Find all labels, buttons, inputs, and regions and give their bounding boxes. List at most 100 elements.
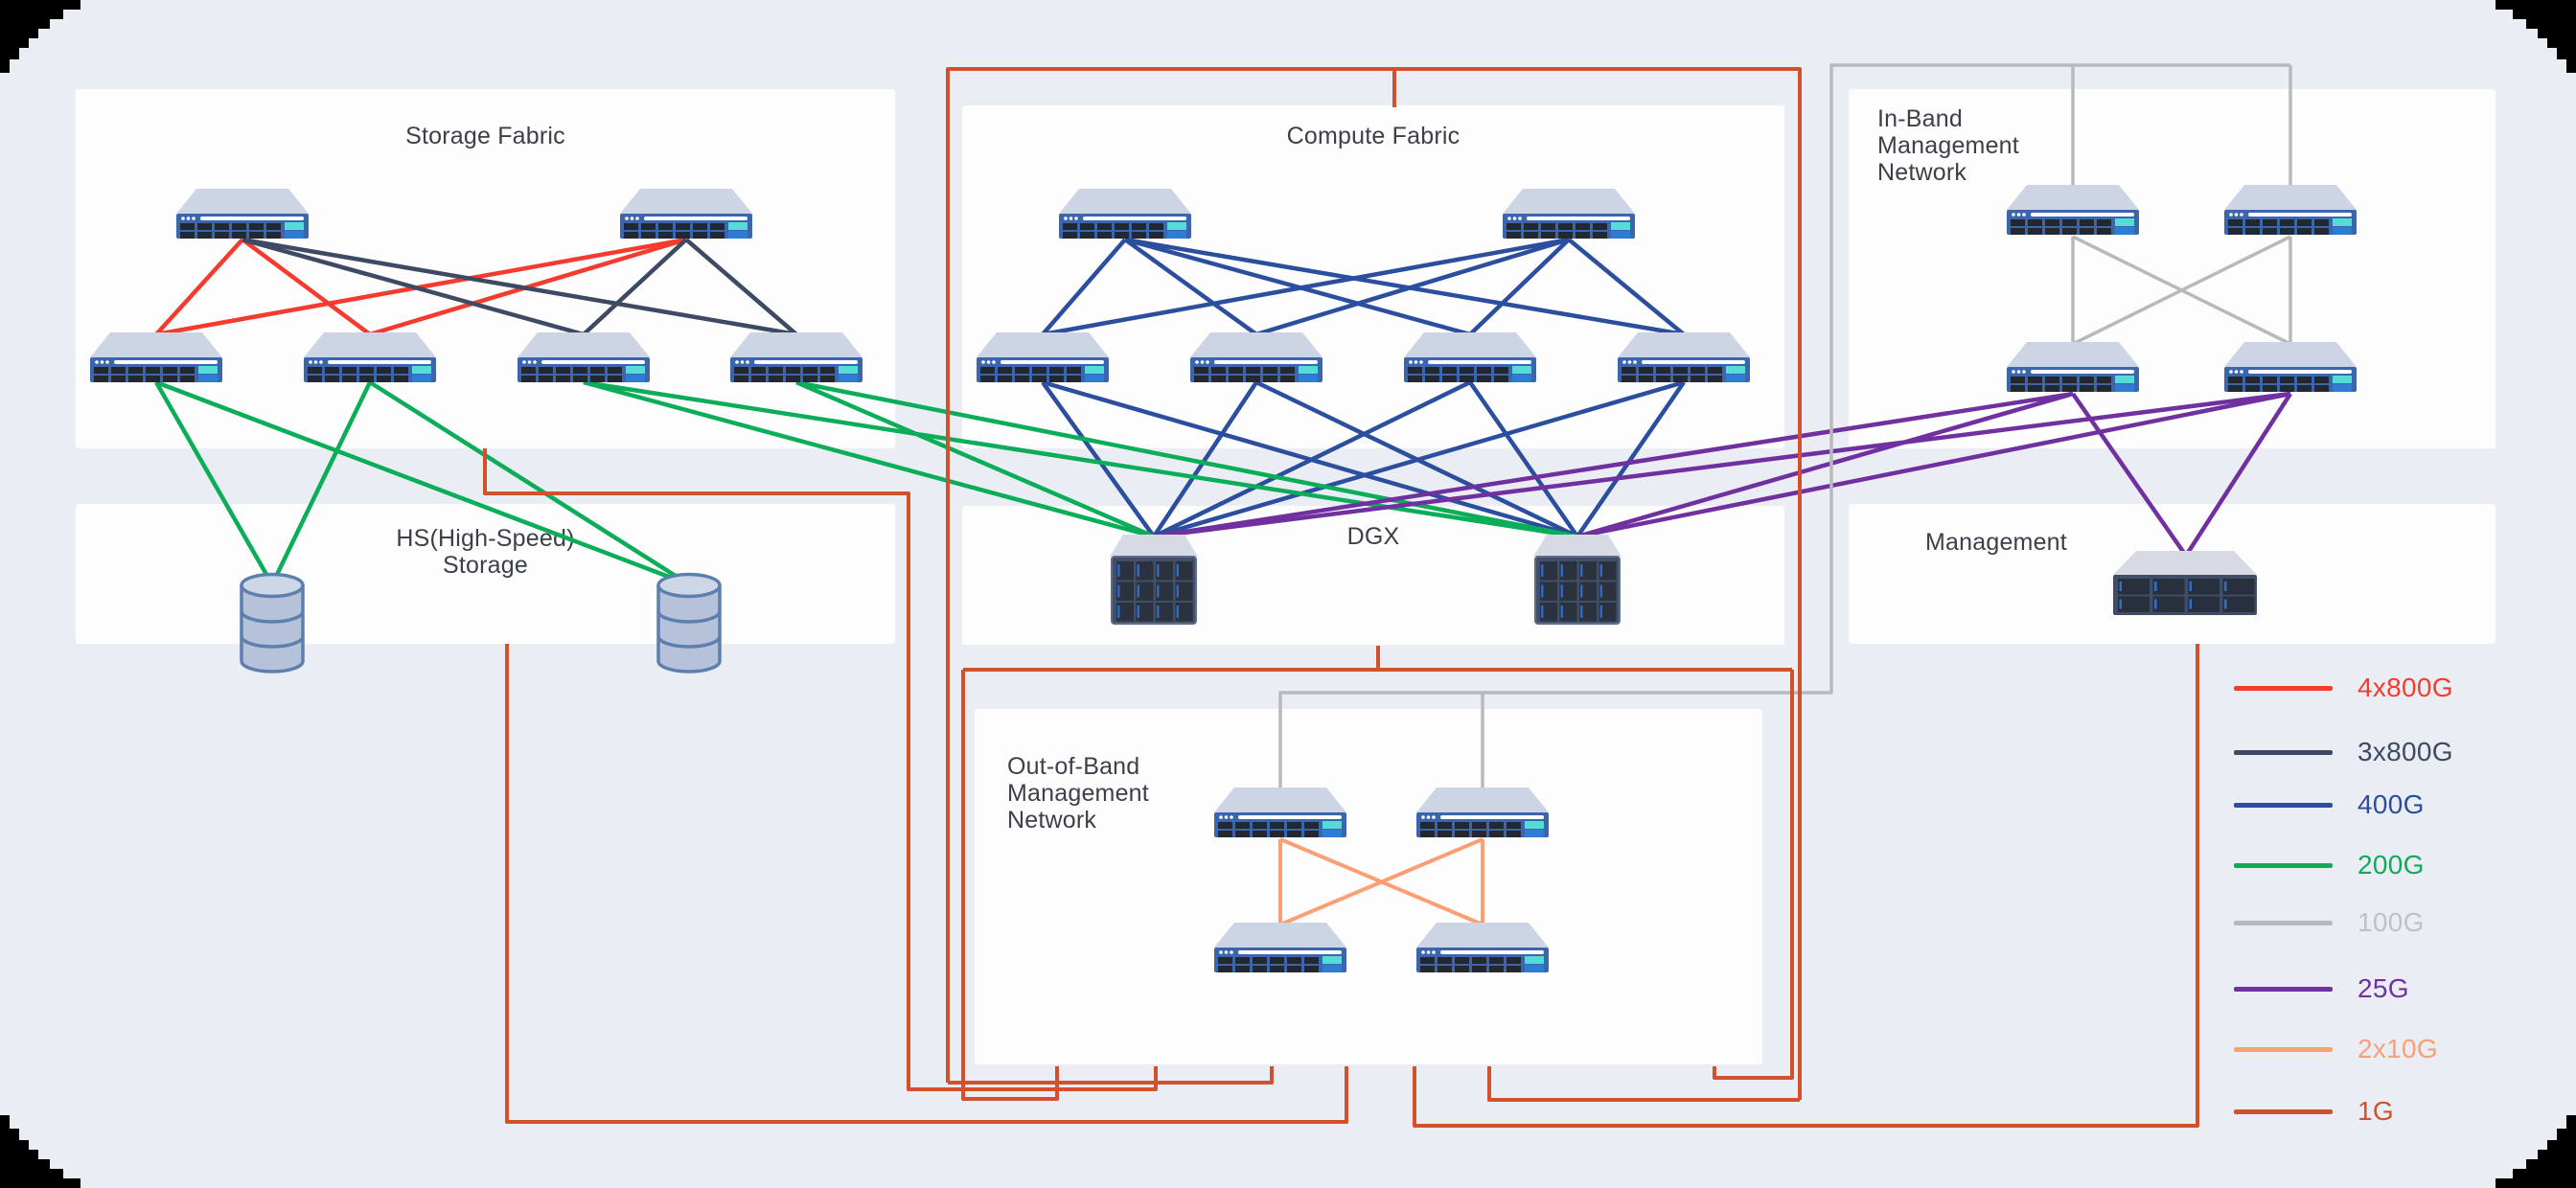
inband-leaf-2-switch-icon xyxy=(2224,342,2357,392)
link-compute-leaf3-dgx1-400G xyxy=(1153,379,1471,539)
legend-line-swatch xyxy=(2234,802,2333,808)
corner-mask-top-left xyxy=(0,0,80,73)
panel-title-line: DGX xyxy=(1346,523,1400,550)
link-compute-spine2-leaf2-400G xyxy=(1255,237,1570,337)
link-bus-hs-storage-to-oob-1G xyxy=(505,644,1348,1124)
link-compute-spine1-leaf1-400G xyxy=(1041,238,1127,336)
storage-leaf-2-switch-icon xyxy=(304,332,436,382)
legend-item-2x10g: 2x10G xyxy=(2234,1034,2438,1064)
link-inband-spine2-leaf1-100G xyxy=(2072,235,2291,346)
legend-label: 2x10G xyxy=(2358,1034,2438,1063)
corner-mask-top-right xyxy=(2496,0,2576,73)
legend-label: 4x800G xyxy=(2358,673,2453,702)
storage-array-2-cylinder-icon xyxy=(656,572,722,674)
dgx-2-dgx-icon xyxy=(1533,535,1622,625)
link-inband-leaf1-dgx1-25G xyxy=(1153,391,2074,539)
link-storage-spine1-leaf3-3x800G xyxy=(242,237,585,337)
storage-leaf-1-switch-icon xyxy=(90,332,222,382)
oob-spine-1-switch-icon xyxy=(1214,788,1346,837)
link-storage-leaf3-dgx2-200G xyxy=(583,379,1578,539)
link-storage-spine2-leaf4-3x800G xyxy=(684,238,798,336)
link-compute-leaf3-dgx2-400G xyxy=(1468,380,1579,538)
legend-label: 200G xyxy=(2358,850,2425,880)
panel-title-dgx: DGX xyxy=(962,523,1784,550)
link-inband-leaf2-dgx1-25G xyxy=(1153,391,2291,539)
inband-spine-1-switch-icon xyxy=(2007,185,2139,235)
inband-spine-2-switch-icon xyxy=(2224,185,2357,235)
storage-spine-2-switch-icon xyxy=(620,189,752,239)
link-compute-spine2-leaf3-400G xyxy=(1468,238,1571,336)
legend-item-4x800g: 4x800G xyxy=(2234,673,2453,703)
legend-item-1g: 1G xyxy=(2234,1096,2394,1127)
link-compute-leaf1-dgx1-400G xyxy=(1041,380,1156,538)
corner-mask-bottom-left xyxy=(0,1115,80,1188)
link-inband-leaf1-server-25G xyxy=(2071,392,2188,558)
compute-spine-2-switch-icon xyxy=(1503,189,1635,239)
inband-leaf-1-switch-icon xyxy=(2007,342,2139,392)
link-storage-spine1-leaf2-4x800G xyxy=(241,238,372,336)
link-bus-compute-hook-right-1G xyxy=(1487,1066,1800,1102)
link-storage-spine2-leaf3-3x800G xyxy=(582,238,688,336)
legend-item-400g: 400G xyxy=(2234,789,2425,820)
link-compute-spine2-leaf1-400G xyxy=(1042,237,1570,337)
compute-leaf-1-switch-icon xyxy=(977,332,1109,382)
compute-leaf-3-switch-icon xyxy=(1404,332,1536,382)
link-inband-leaf1-dgx2-25G xyxy=(1576,391,2074,539)
link-storage-spine1-leaf4-3x800G xyxy=(242,237,797,337)
panel-title-management: Management xyxy=(1925,529,2067,556)
panel-title-line: Storage Fabric xyxy=(405,123,565,149)
legend-line-swatch xyxy=(2234,1046,2333,1052)
legend-line-swatch xyxy=(2234,920,2333,925)
legend-line-swatch xyxy=(2234,986,2333,992)
compute-leaf-2-switch-icon xyxy=(1190,332,1322,382)
legend-label: 25G xyxy=(2358,973,2409,1003)
panel-title-line: Management xyxy=(1007,780,1149,807)
link-inband-leaf2-dgx2-25G xyxy=(1576,391,2291,539)
link-inband-leaf2-server-25G xyxy=(2184,392,2292,558)
link-compute-spine1-leaf4-400G xyxy=(1124,237,1685,337)
link-storage-leaf1-array2-200G xyxy=(155,379,690,587)
panel-dgx: DGX xyxy=(962,506,1784,645)
link-compute-leaf2-dgx1-400G xyxy=(1152,380,1258,538)
dgx-1-dgx-icon xyxy=(1110,535,1198,625)
corner-mask-bottom-right xyxy=(2496,1115,2576,1188)
panel-title-line: Network xyxy=(1877,159,1967,186)
panel-title-line: Network xyxy=(1007,807,1097,834)
legend-line-swatch xyxy=(2234,685,2333,691)
storage-array-1-cylinder-icon xyxy=(240,572,305,674)
legend-label: 3x800G xyxy=(2358,737,2453,766)
link-bus-storage-fabric-to-oob-1G xyxy=(483,448,1158,1091)
legend-line-swatch xyxy=(2234,1108,2333,1114)
link-storage-leaf2-array1-200G xyxy=(269,381,373,585)
storage-leaf-4-switch-icon xyxy=(730,332,862,382)
oob-leaf-2-switch-icon xyxy=(1416,923,1549,972)
link-compute-spine2-leaf4-400G xyxy=(1567,238,1686,336)
legend-item-200g: 200G xyxy=(2234,850,2425,880)
panel-title-line: Storage xyxy=(443,552,528,579)
oob-spine-2-switch-icon xyxy=(1416,788,1549,837)
compute-leaf-4-switch-icon xyxy=(1618,332,1750,382)
panel-title-compute-fabric: Compute Fabric xyxy=(962,123,1784,149)
link-gray-trunk-oob-to-inband-100G xyxy=(1278,63,2290,789)
legend-line-swatch xyxy=(2234,749,2333,755)
panel-title-line: In-Band xyxy=(1877,105,1963,132)
legend-line-swatch xyxy=(2234,862,2333,868)
link-compute-leaf4-dgx1-400G xyxy=(1153,379,1685,539)
link-bus-dgx-hook-right-1G xyxy=(1713,670,1794,1080)
link-storage-leaf3-dgx1-200G xyxy=(583,379,1155,539)
link-storage-leaf1-array1-200G xyxy=(154,380,274,586)
compute-spine-1-switch-icon xyxy=(1059,189,1191,239)
link-bus-compute-ring-1G xyxy=(946,67,1802,1100)
legend-item-3x800g: 3x800G xyxy=(2234,737,2453,767)
link-bus-management-to-oob-1G xyxy=(1413,644,2199,1128)
panel-title-line: Compute Fabric xyxy=(1286,123,1460,149)
panel-title-storage-fabric: Storage Fabric xyxy=(76,123,895,149)
legend-item-25g: 25G xyxy=(2234,973,2409,1004)
legend-item-100g: 100G xyxy=(2234,907,2425,938)
panel-storage-fabric: Storage Fabric xyxy=(76,89,895,448)
